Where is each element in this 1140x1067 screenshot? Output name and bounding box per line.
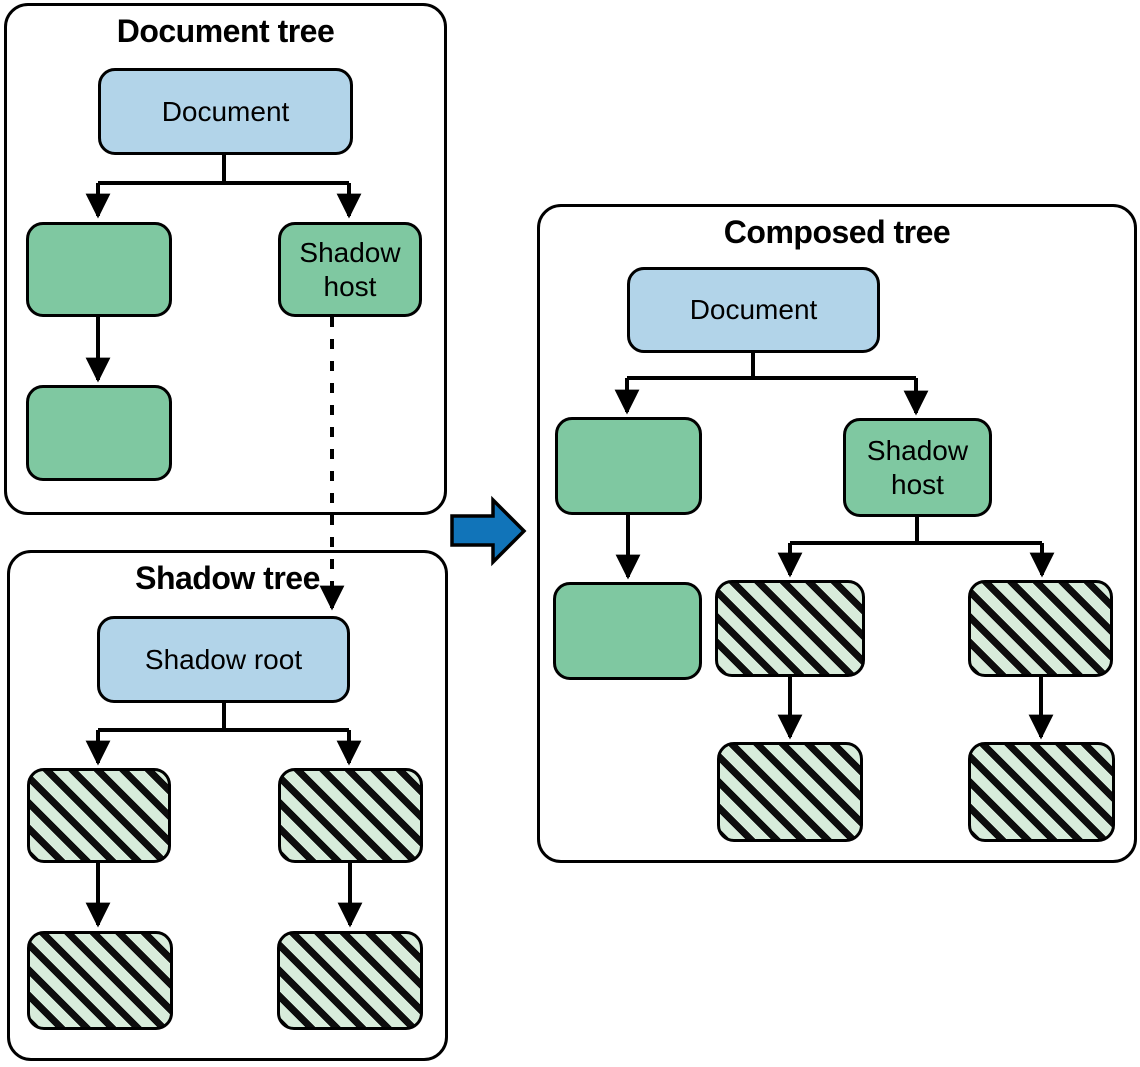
- node-element: [555, 417, 702, 515]
- node-shadow-element: [717, 742, 863, 842]
- node-shadow-element: [277, 931, 423, 1030]
- node-document: Document: [98, 68, 353, 155]
- document-tree-title: Document tree: [116, 13, 335, 49]
- node-shadow-element: [27, 768, 171, 863]
- composed-tree-title: Composed tree: [723, 214, 951, 250]
- node-shadow-element: [278, 768, 423, 863]
- node-element: [26, 222, 172, 317]
- shadow-tree-title: Shadow tree: [135, 560, 320, 596]
- node-document: Document: [627, 267, 880, 353]
- node-shadow-root: Shadow root: [97, 616, 350, 703]
- node-shadow-element: [968, 742, 1115, 842]
- node-shadow-host: Shadow host: [278, 222, 422, 317]
- node-element: [553, 582, 702, 680]
- node-shadow-element: [27, 931, 173, 1030]
- transform-arrow-icon: [450, 495, 527, 567]
- node-shadow-element: [715, 580, 865, 677]
- node-shadow-host: Shadow host: [843, 418, 992, 517]
- node-shadow-element: [968, 580, 1113, 677]
- node-element: [26, 385, 172, 481]
